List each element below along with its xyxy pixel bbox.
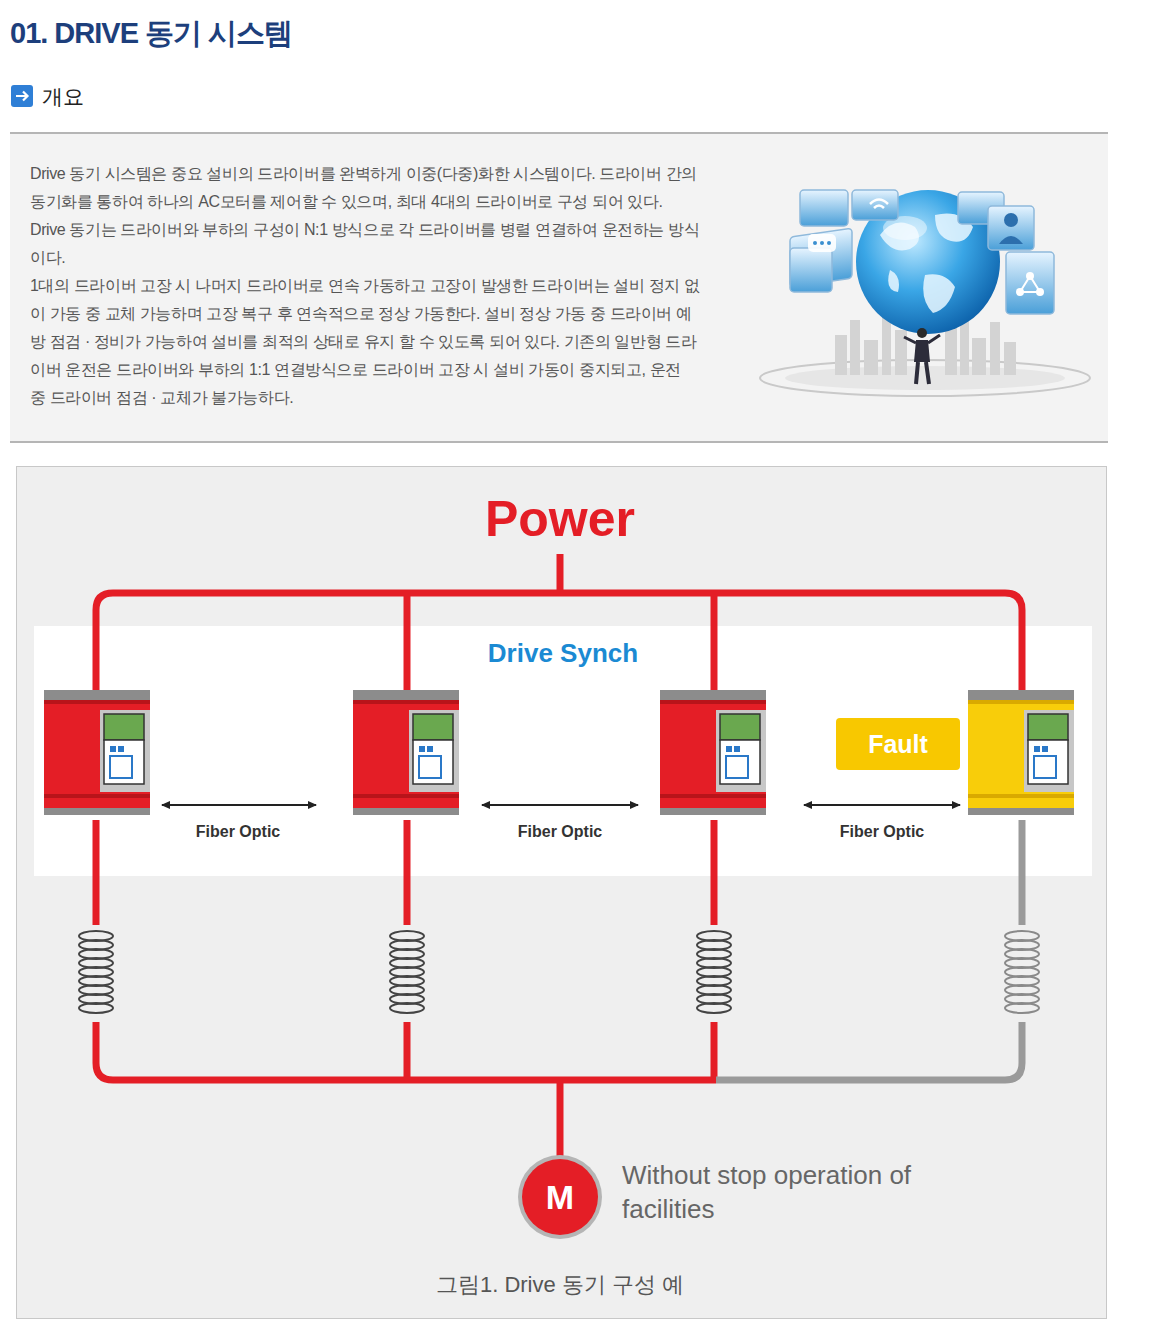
motor-circle: M — [522, 1159, 598, 1235]
section-heading: 개요 — [42, 83, 84, 111]
fiber-optic-label: Fiber Optic — [158, 823, 318, 841]
globe-illustration — [760, 190, 1090, 396]
node-text: Drive 동기 시스템은 중요 설비의 드라이버를 완벽하게 이중(다중)화한… — [30, 160, 700, 272]
fiber-optic-link — [162, 804, 960, 806]
drive-unit — [44, 690, 150, 815]
motor-note: Without stop operation of facilities — [622, 1158, 922, 1226]
diagram-frame — [17, 467, 1107, 1319]
coil-winding — [79, 1003, 113, 1013]
drive-unit — [660, 690, 766, 815]
fiber-optic-label: Fiber Optic — [480, 823, 640, 841]
node-text: Fault — [868, 730, 928, 759]
overview-panel-ground — [10, 134, 1108, 441]
motor-ring — [518, 1155, 602, 1239]
businessman-figure — [904, 328, 940, 384]
section-icon — [11, 85, 33, 107]
fault-tag: Fault — [836, 718, 960, 770]
node-text: M — [546, 1178, 574, 1217]
overview-text-panel: Drive 동기 시스템은 중요 설비의 드라이버를 완벽하게 이중(다중)화한… — [30, 160, 700, 432]
drive-unit — [353, 690, 459, 815]
drive-synch-band: Drive SynchFault — [34, 626, 1092, 876]
output-wire — [96, 820, 1022, 1160]
faulted-drive-unit — [968, 690, 1074, 815]
coil-winding — [1005, 1003, 1039, 1013]
node-text: Drive Synch — [34, 638, 1092, 669]
coil-winding — [697, 1003, 731, 1013]
node-text-continued: 1대의 드라이버 고장 시 나머지 드라이버로 연속 가동하고 고장이 발생한 … — [30, 272, 700, 412]
page-title: 01. DRIVE 동기 시스템 — [10, 14, 292, 54]
figure-caption: 그림1. Drive 동기 구성 예 — [310, 1270, 810, 1300]
coil-winding — [390, 1003, 424, 1013]
power-bus — [96, 554, 1022, 690]
power-label: Power — [410, 490, 710, 548]
fiber-optic-label: Fiber Optic — [802, 823, 962, 841]
reactor-coil — [79, 931, 1039, 1013]
drive-synch-band-ground — [34, 626, 1092, 876]
